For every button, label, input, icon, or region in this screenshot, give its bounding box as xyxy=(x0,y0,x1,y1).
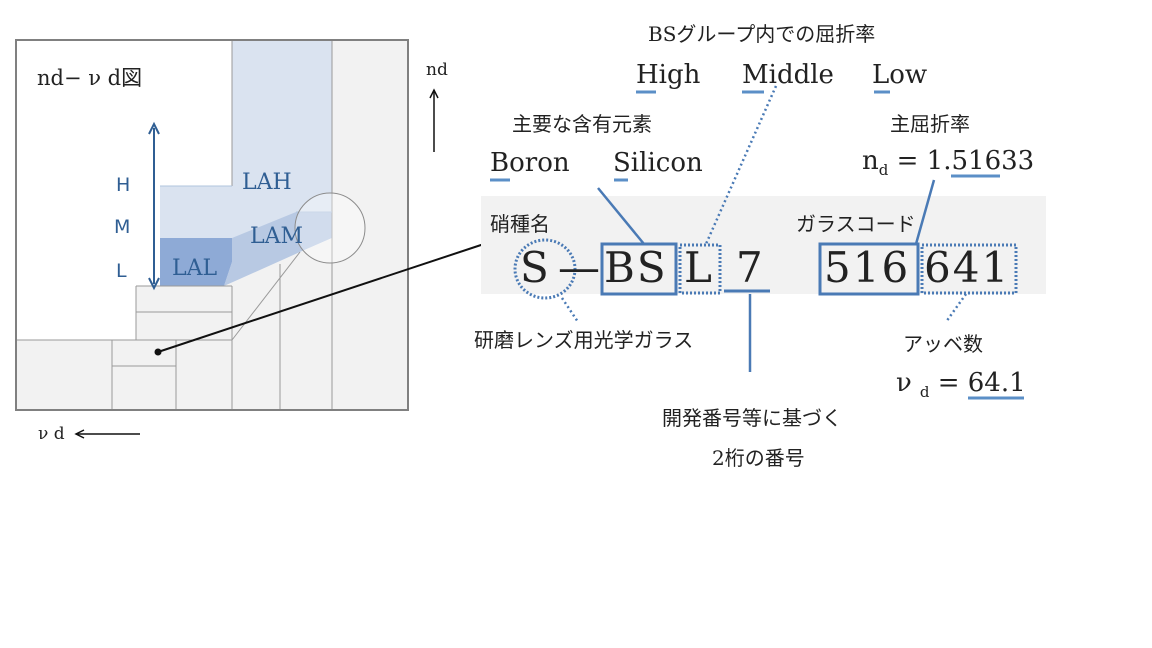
l-box xyxy=(678,243,722,295)
nd-subscript: d xyxy=(878,161,889,180)
middle-pointer xyxy=(704,85,778,245)
diagram-title: nd− ν d図 xyxy=(37,66,143,90)
641-box xyxy=(920,243,1018,295)
silicon-label: Silicon xyxy=(613,148,703,178)
nd-value: = 1.51633 xyxy=(896,146,1035,176)
vd-left-arrow xyxy=(74,429,140,439)
lal-region xyxy=(160,238,232,286)
boron-label: Boron xyxy=(490,148,570,178)
lam-label: LAM xyxy=(250,224,304,249)
s-ellipse xyxy=(513,238,577,300)
optical-glass-label: 研磨レンズ用光学ガラス xyxy=(474,328,694,352)
magnifier-circle xyxy=(294,192,366,264)
nd-axis-label: nd xyxy=(426,60,448,80)
refractive-group-title: BSグループ内での屈折率 xyxy=(648,22,876,46)
nd-value-line: nd = 1.51633 xyxy=(862,146,1034,179)
main-index-title: 主屈折率 xyxy=(890,112,970,136)
vd-symbol: ν xyxy=(896,368,912,398)
level-m-label: M xyxy=(114,216,131,238)
vd-subscript: d xyxy=(919,383,930,402)
silicon-pointer xyxy=(597,187,645,245)
code-641: 641 xyxy=(924,243,1011,292)
dev-number-line2: 2桁の番号 xyxy=(712,446,805,470)
optical-glass-pointer xyxy=(560,297,580,323)
nd-up-arrow xyxy=(429,88,439,152)
glass-code-label: ガラスコード xyxy=(796,212,916,236)
lah-label: LAH xyxy=(242,170,292,195)
abbe-title: アッベ数 xyxy=(903,332,983,356)
gray-left-region xyxy=(16,340,136,410)
lah-region xyxy=(160,40,332,238)
diagram-frame xyxy=(15,39,409,411)
gray-mid-region xyxy=(136,238,332,410)
element-title: 主要な含有元素 xyxy=(512,112,652,136)
code-516: 516 xyxy=(824,243,911,292)
bs-box xyxy=(600,242,678,296)
name-dash: — xyxy=(558,243,600,292)
level-h-label: H xyxy=(116,174,131,196)
connector-line xyxy=(157,243,485,353)
name-l: L xyxy=(684,243,712,292)
vd-axis-label: ν d xyxy=(38,424,65,444)
glass-type-label: 硝種名 xyxy=(490,212,550,236)
dev-number-line1: 開発番号等に基づく xyxy=(662,406,842,430)
level-l-label: L xyxy=(116,260,127,282)
name-bs: BS xyxy=(604,243,668,292)
gray-right-column xyxy=(332,40,408,410)
name-s: S xyxy=(520,243,549,292)
lal-label: LAL xyxy=(172,256,218,281)
lmh-double-arrow xyxy=(148,121,160,291)
name-7: 7 xyxy=(736,243,763,292)
abbe-pointer xyxy=(944,293,968,323)
connector-dot xyxy=(154,348,162,356)
lam-region xyxy=(224,212,332,286)
low-label: Low xyxy=(872,60,928,90)
nd-symbol: n xyxy=(862,146,879,176)
nd-pointer xyxy=(914,179,936,245)
516-box xyxy=(818,242,920,296)
high-label: High xyxy=(636,60,701,90)
vd-value: = 64.1 xyxy=(937,368,1026,398)
middle-label: Middle xyxy=(742,60,834,90)
